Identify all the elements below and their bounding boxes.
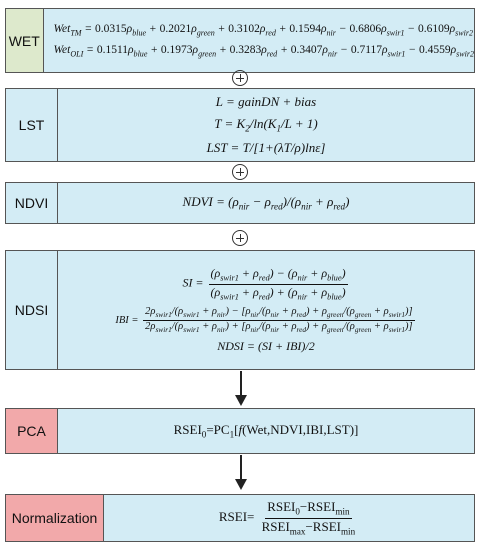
ndvi-label: NDVI	[6, 183, 58, 223]
ndsi-equation: NDSI = (SI + IBI)/2	[217, 339, 315, 354]
pca-row: PCA RSEI0=PC1[f(Wet,NDVI,IBI,LST)]	[5, 408, 475, 454]
wet-label: WET	[6, 9, 44, 72]
ndsi-row: NDSI SI = (ρswir1 + ρred) − (ρnir + ρblu…	[5, 250, 475, 370]
lst-formula-panel: L = gainDN + bias T = K2/ln(K1/L + 1) LS…	[58, 89, 474, 161]
wet-row: WET WetTM = 0.0315ρblue + 0.2021ρgreen +…	[5, 8, 475, 73]
lst-brightness-temp-equation: T = K2/ln(K1/L + 1)	[214, 115, 318, 134]
pca-label: PCA	[6, 409, 58, 453]
lst-radiance-equation: L = gainDN + bias	[215, 94, 317, 110]
wet-oli-equation: WetOLI = 0.1511ρblue + 0.1973ρgreen + 0.…	[53, 43, 475, 58]
pca-formula-panel: RSEI0=PC1[f(Wet,NDVI,IBI,LST)]	[58, 409, 474, 453]
plus-icon	[232, 70, 248, 86]
pca-equation: RSEI0=PC1[f(Wet,NDVI,IBI,LST)]	[173, 421, 359, 440]
ndvi-equation: NDVI = (ρnir − ρred)/(ρnir + ρred)	[182, 193, 350, 212]
ndsi-formula-panel: SI = (ρswir1 + ρred) − (ρnir + ρblue)(ρs…	[58, 251, 474, 369]
wet-formula-panel: WetTM = 0.0315ρblue + 0.2021ρgreen + 0.3…	[43, 9, 475, 72]
ndsi-label: NDSI	[6, 251, 58, 369]
ndvi-row: NDVI NDVI = (ρnir − ρred)/(ρnir + ρred)	[5, 182, 475, 224]
lst-surface-temp-equation: LST = T/[1+(λT/ρ)lnε]	[206, 140, 326, 156]
ibi-equation: IBI = 2ρswir1/(ρswir1 + ρnir) − [ρnir/(ρ…	[115, 306, 415, 335]
down-arrow-icon	[235, 455, 247, 490]
lst-row: LST L = gainDN + bias T = K2/ln(K1/L + 1…	[5, 88, 475, 162]
normalization-label: Normalization	[6, 495, 104, 541]
wet-tm-equation: WetTM = 0.0315ρblue + 0.2021ρgreen + 0.3…	[53, 22, 474, 37]
ndvi-formula-panel: NDVI = (ρnir − ρred)/(ρnir + ρred)	[58, 183, 474, 223]
plus-icon	[232, 164, 248, 180]
plus-icon	[232, 230, 248, 246]
lst-label: LST	[6, 89, 58, 161]
si-equation: SI = (ρswir1 + ρred) − (ρnir + ρblue)(ρs…	[182, 266, 348, 302]
down-arrow-icon	[235, 371, 247, 406]
